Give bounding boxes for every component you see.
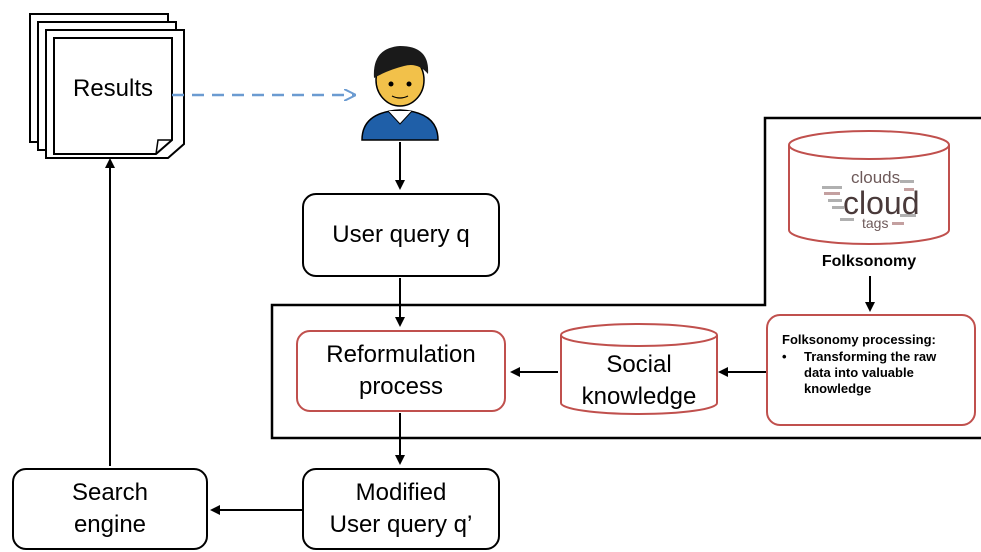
processing-bullet-text: Transforming the raw data into valuable …	[804, 349, 936, 397]
user-icon	[361, 46, 439, 141]
search-engine-box: Search engine	[12, 468, 208, 550]
user-query-label: User query q	[332, 221, 470, 248]
social-knowledge-label: Social knowledge	[561, 348, 717, 414]
results-document-stack	[29, 13, 185, 159]
search-label-line2: engine	[73, 511, 147, 538]
processing-bullet-line3: knowledge	[804, 381, 872, 396]
results-label: Results	[72, 75, 154, 102]
folksonomy-cylinder	[788, 130, 950, 245]
processing-bullet-line1: Transforming the raw	[804, 349, 937, 364]
social-knowledge-cylinder	[560, 323, 718, 415]
folksonomy-processing-box: Folksonomy processing: • Transforming th…	[766, 314, 976, 426]
processing-bullet-item: • Transforming the raw data into valuabl…	[782, 349, 964, 397]
modified-label-line2: User query q’	[329, 511, 473, 538]
social-label-line2: knowledge	[581, 383, 697, 410]
processing-bullet-line2: data into valuable	[804, 365, 914, 380]
social-area-frame	[270, 116, 981, 440]
reformulation-process-box: Reformulation process	[296, 330, 506, 412]
tag-cloud-word-clouds: clouds	[851, 168, 900, 187]
tag-cloud-image: clouds cloud tags	[822, 168, 920, 231]
user-query-box: User query q	[302, 193, 500, 277]
modified-query-box: Modified User query q’	[302, 468, 500, 550]
tag-cloud-word-tags: tags	[862, 215, 888, 231]
reformulation-label-line2: process	[358, 373, 444, 400]
bullet-icon: •	[782, 349, 787, 364]
reformulation-label-line1: Reformulation	[326, 341, 476, 368]
folksonomy-label: Folksonomy	[821, 253, 917, 270]
processing-title: Folksonomy processing:	[782, 332, 936, 347]
tag-cloud-word-cloud: cloud	[843, 185, 920, 221]
modified-label-line1: Modified	[355, 479, 447, 506]
social-label-line1: Social	[606, 351, 672, 378]
search-label-line1: Search	[71, 479, 149, 506]
